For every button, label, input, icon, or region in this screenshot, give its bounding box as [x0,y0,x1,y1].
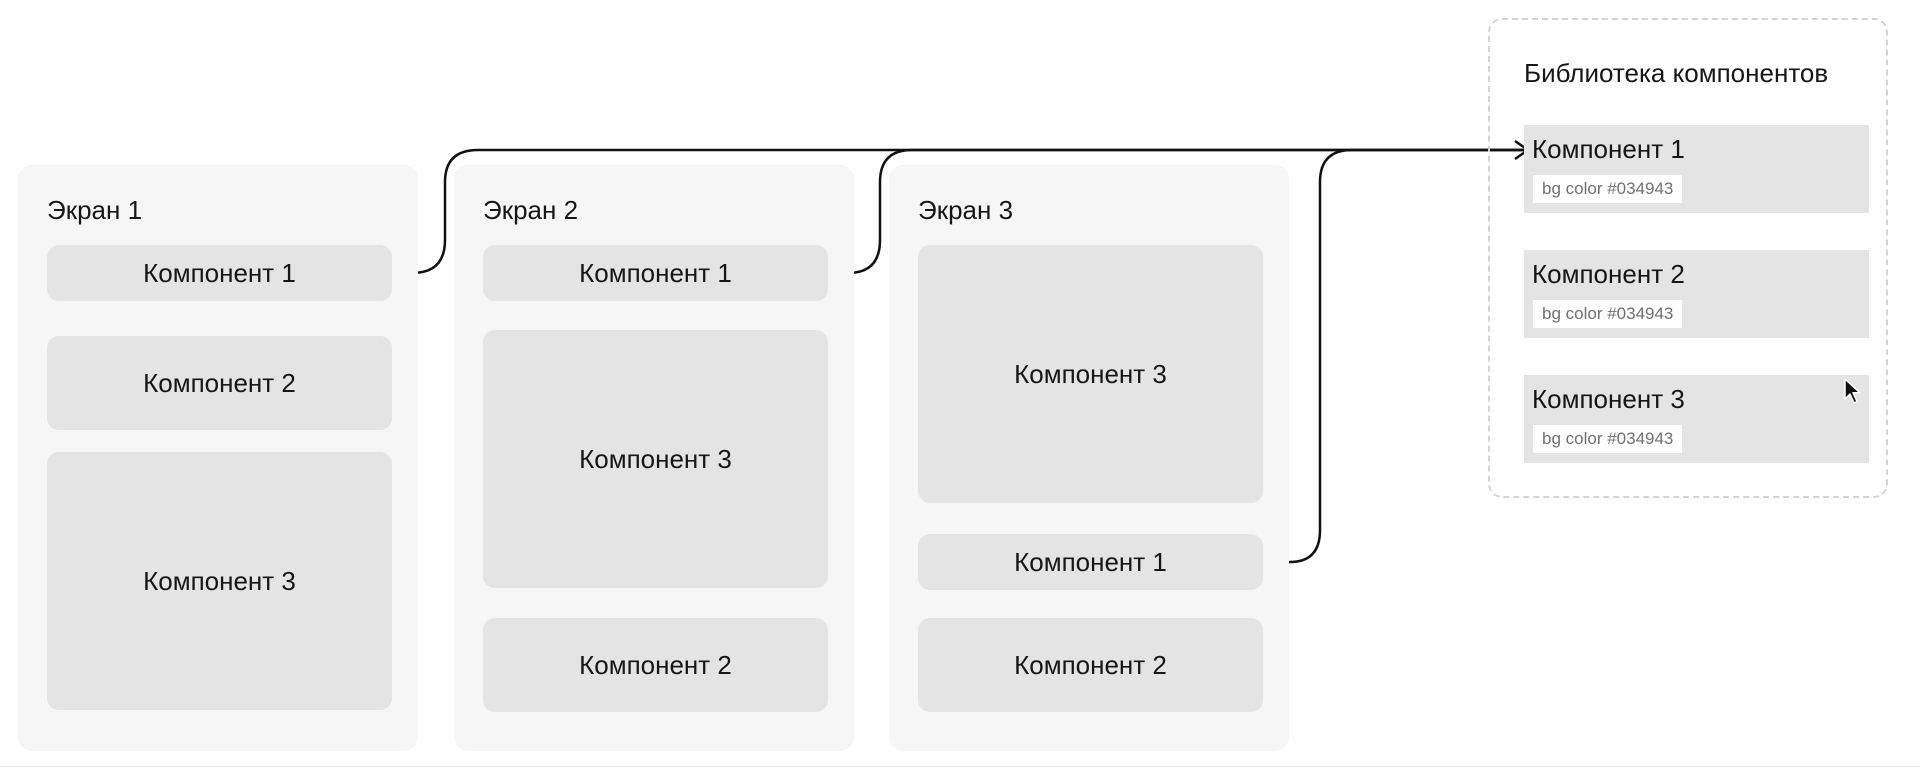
library-item[interactable]: Компонент 1 bg color #034943 [1524,125,1869,213]
screen-card-1: Экран 1 Компонент 1 Компонент 2 Компонен… [18,165,418,751]
library-item-name: Компонент 2 [1532,259,1685,289]
screen-title: Экран 2 [483,195,579,225]
component-library: Библиотека компонентов Компонент 1 bg co… [1488,18,1888,498]
bg-color-chip: bg color #034943 [1533,175,1683,203]
mouse-cursor-icon [1844,378,1861,404]
screen-card-3: Экран 3 Компонент 3 Компонент 1 Компонен… [889,165,1289,751]
component-block: Компонент 2 [47,336,392,430]
component-block: Компонент 2 [483,618,828,712]
component-block: Компонент 3 [47,452,392,710]
component-block: Компонент 1 [483,245,828,301]
library-item-name: Компонент 3 [1532,384,1685,414]
component-block: Компонент 3 [483,330,828,588]
screen-title: Экран 1 [47,195,143,225]
connector-screen3-component1 [1262,148,1525,564]
bg-color-chip: bg color #034943 [1533,300,1683,328]
bottom-divider [0,766,1920,767]
bg-color-chip: bg color #034943 [1533,425,1683,453]
library-title: Библиотека компонентов [1524,58,1829,88]
component-block: Компонент 3 [918,245,1263,503]
library-item[interactable]: Компонент 2 bg color #034943 [1524,250,1869,338]
screen-card-2: Экран 2 Компонент 1 Компонент 3 Компонен… [454,165,854,751]
component-block: Компонент 1 [47,245,392,301]
library-item-name: Компонент 1 [1532,134,1685,164]
component-block: Компонент 2 [918,618,1263,712]
component-block: Компонент 1 [918,534,1263,590]
library-item[interactable]: Компонент 3 bg color #034943 [1524,375,1869,463]
screen-title: Экран 3 [918,195,1014,225]
